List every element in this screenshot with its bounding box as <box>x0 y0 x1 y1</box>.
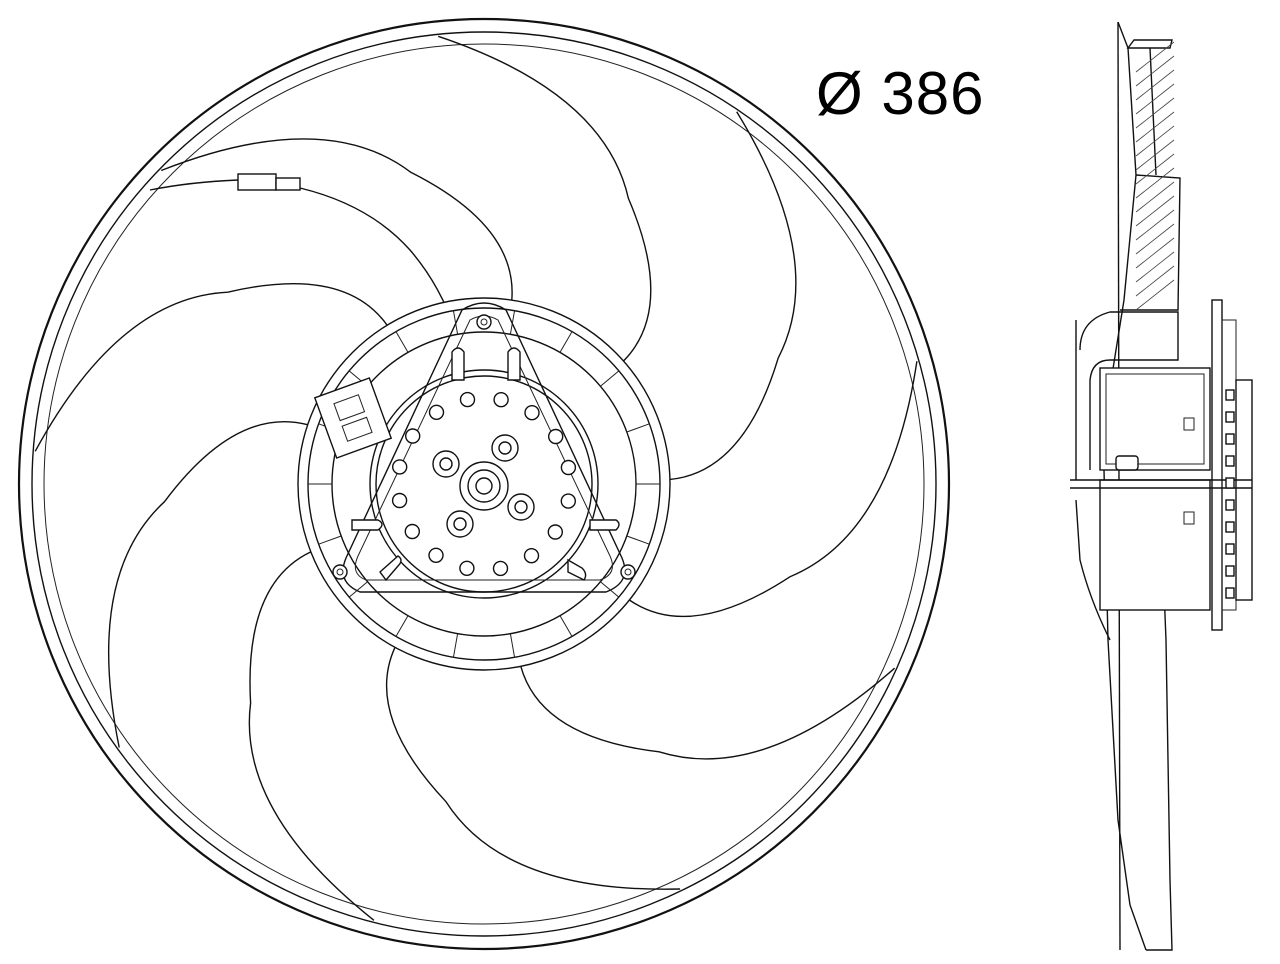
rotor-hole <box>524 405 540 421</box>
rotor-hole <box>547 524 563 540</box>
hub-rib <box>509 310 516 335</box>
hub-rib <box>559 331 573 353</box>
fan-blade-edge <box>669 111 797 481</box>
fan-blade-edge <box>107 420 308 748</box>
cable <box>149 173 456 331</box>
hatch-line <box>1135 167 1175 199</box>
hub-rib <box>452 633 459 658</box>
outer-ring <box>17 17 951 951</box>
hatch-line <box>1135 97 1175 129</box>
side-tooth <box>1225 389 1235 401</box>
rotor-hole <box>560 459 577 476</box>
side-tooth <box>1225 499 1235 511</box>
hub-rib <box>452 310 459 335</box>
hatch-line <box>1135 223 1175 255</box>
fan-blades <box>34 35 918 921</box>
hub-rib <box>509 633 516 658</box>
hub-rib <box>626 535 650 545</box>
fan-blade-edge <box>160 138 513 301</box>
front-view <box>17 17 951 951</box>
hub-rib <box>600 370 620 387</box>
side-view <box>1070 21 1253 951</box>
hub-rib <box>626 423 650 433</box>
hatch-line <box>1135 83 1175 115</box>
rotor-hole <box>523 548 540 564</box>
diameter-dimension-label: Ø 386 <box>816 60 985 127</box>
rotor-hole <box>392 459 408 475</box>
rotor-hole <box>391 492 408 509</box>
rotor-hole <box>459 391 476 408</box>
hub-tabs <box>351 347 620 582</box>
fan-blade-edge <box>629 361 918 618</box>
fan-blade-edge <box>437 35 652 362</box>
hub-rib <box>559 615 573 637</box>
hatch-line <box>1135 265 1175 297</box>
hub-rib <box>318 535 342 545</box>
hub-rib <box>600 581 620 598</box>
side-teeth <box>1225 389 1235 599</box>
side-motor-body <box>1070 299 1253 631</box>
rotor-hole <box>493 392 509 408</box>
hatch-line <box>1135 139 1175 171</box>
outer-ring-lip <box>43 43 925 925</box>
mount-screw-holes <box>332 314 636 580</box>
rotor-hole <box>560 493 576 509</box>
hatch-line <box>1135 111 1175 143</box>
side-tooth <box>1225 543 1235 555</box>
rotor-hole <box>405 428 421 444</box>
motor-shaft <box>459 461 509 511</box>
rotor-hole <box>492 560 509 577</box>
outer-ring-inner <box>31 31 937 937</box>
rotor-hole <box>404 523 420 540</box>
motor-hub <box>297 297 671 671</box>
hub-rib <box>395 331 409 353</box>
hatch-line <box>1135 69 1175 101</box>
hatch-line <box>1135 237 1175 269</box>
side-tooth <box>1225 477 1235 489</box>
hub-connector <box>313 377 393 459</box>
fan-blade-edge <box>34 283 388 452</box>
hatch-line <box>1135 195 1175 227</box>
rotor-hole <box>428 404 445 420</box>
fan-blade-edge <box>248 551 375 921</box>
hub-rib <box>395 615 409 637</box>
fan-blade-edge <box>385 647 681 890</box>
rotor-hole <box>459 560 475 576</box>
side-tooth <box>1225 411 1235 423</box>
side-tooth <box>1225 521 1235 533</box>
hatch-line <box>1135 209 1175 241</box>
side-tooth <box>1225 587 1235 599</box>
side-hatch <box>1135 41 1175 311</box>
hatch-line <box>1135 279 1175 311</box>
cable-connector <box>237 173 277 191</box>
rotor-hole <box>548 428 564 445</box>
hatch-line <box>1135 41 1175 73</box>
hatch-line <box>1135 55 1175 87</box>
rotor-holes <box>391 391 577 577</box>
hatch-line <box>1135 251 1175 283</box>
hatch-line <box>1135 125 1175 157</box>
fan-blade-edge <box>520 666 896 760</box>
hatch-line <box>1135 181 1175 213</box>
rotor-hole <box>428 547 444 563</box>
side-tooth <box>1225 565 1235 577</box>
hub-rib <box>348 581 368 598</box>
side-tooth <box>1225 455 1235 467</box>
hatch-line <box>1135 153 1175 185</box>
side-tooth <box>1225 433 1235 445</box>
rotor-bosses <box>432 434 535 538</box>
